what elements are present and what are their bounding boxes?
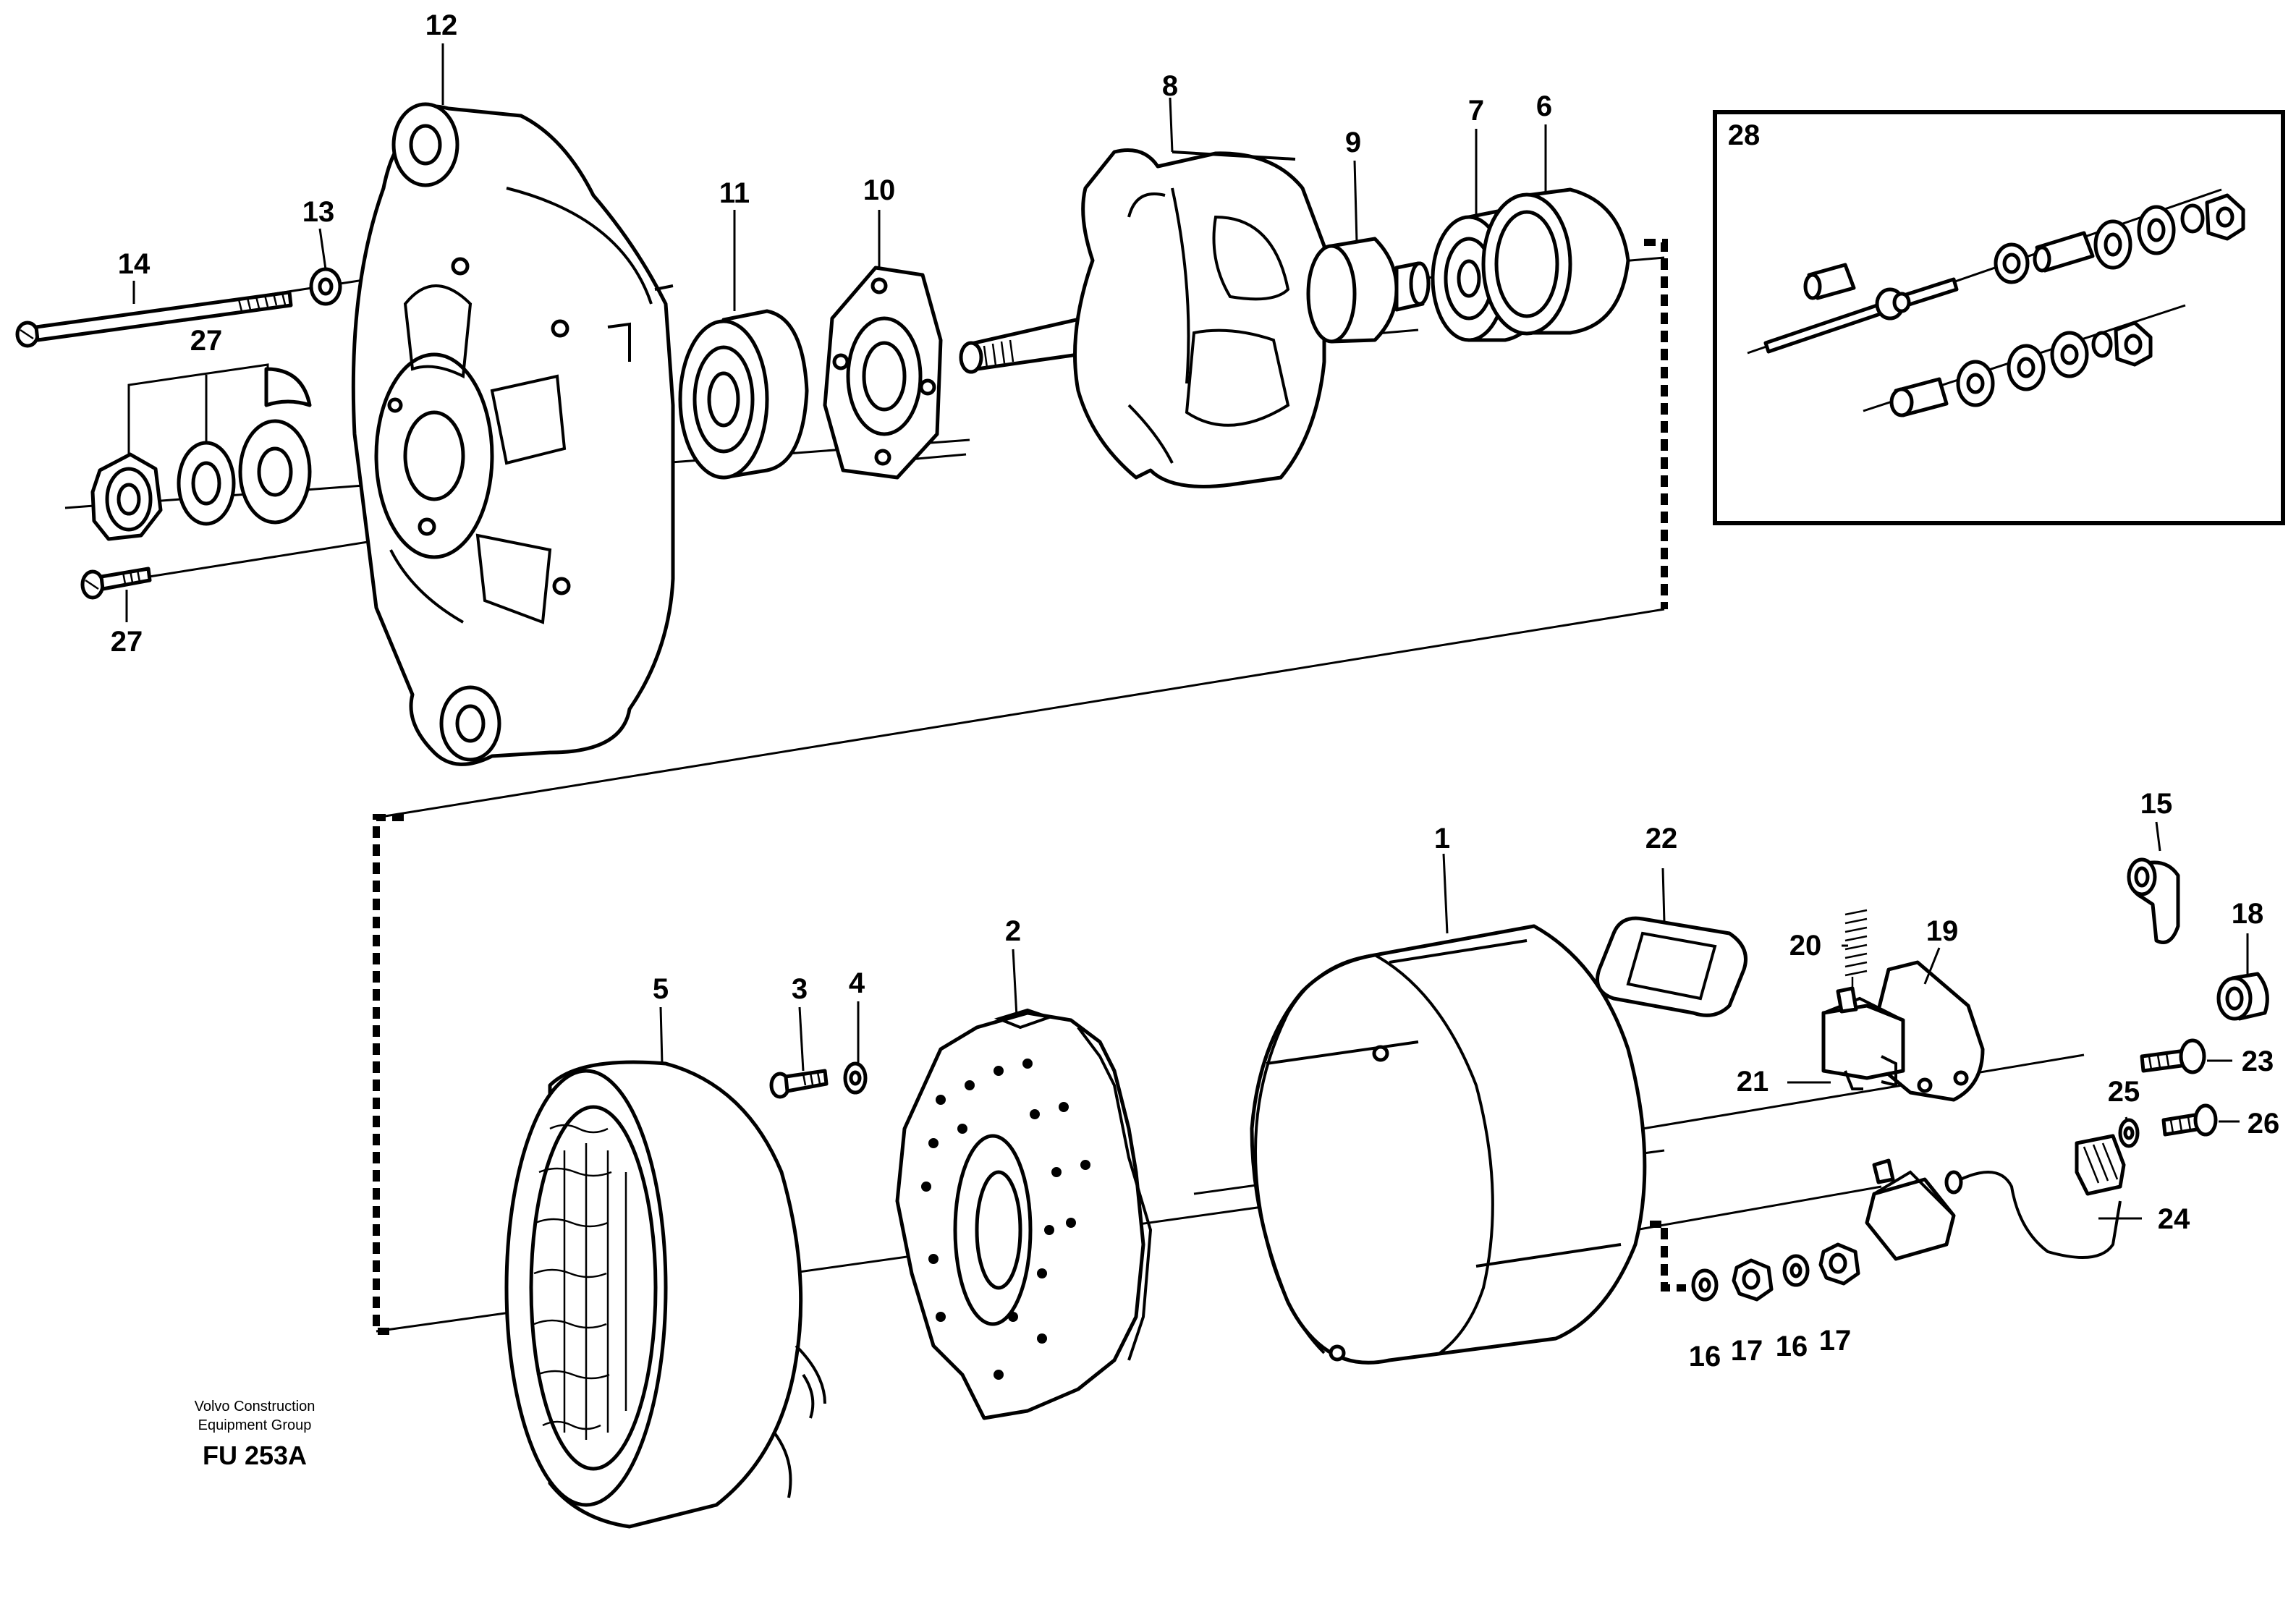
callout-3: 3 (792, 973, 808, 1005)
part-2-rectifier (895, 1008, 1153, 1420)
callout-13: 13 (302, 196, 335, 228)
callout-16-a: 16 (1689, 1341, 1721, 1373)
part-16-washer-b (1782, 1254, 1810, 1287)
part-22-gasket (1596, 916, 1748, 1017)
callout-19: 19 (1926, 915, 1959, 947)
part-24-suppressor-plug (1865, 1134, 2126, 1261)
part-12-drive-end-shield (351, 102, 675, 766)
callout-5: 5 (653, 973, 669, 1005)
nut-dashed-connector (1650, 1221, 1686, 1292)
part-6-ring (1481, 187, 1630, 336)
callout-25: 25 (2108, 1076, 2140, 1108)
callout-1: 1 (1434, 823, 1450, 854)
lower-dashed-connector (373, 814, 404, 1335)
part-17-nut-b (1818, 1242, 1860, 1286)
callout-16-b: 16 (1776, 1331, 1808, 1362)
callout-labels: 12 13 14 11 10 8 9 7 6 27 27 28 1 22 2 5… (111, 9, 2280, 1373)
callout-6: 6 (1536, 90, 1552, 122)
callout-14: 14 (118, 248, 151, 280)
callout-27-upper: 27 (190, 325, 223, 357)
part-3-screw (769, 1069, 829, 1099)
callout-17-a: 17 (1731, 1335, 1763, 1367)
part-11-bearing (678, 309, 809, 480)
callout-10: 10 (863, 174, 896, 206)
callout-15: 15 (2140, 788, 2173, 820)
part-28-inset-box (1713, 110, 2285, 525)
plug-axis-line (1635, 1185, 1882, 1231)
callout-4: 4 (849, 967, 865, 999)
callout-17-b: 17 (1819, 1325, 1852, 1357)
callout-11: 11 (719, 177, 750, 209)
part-10-bearing-plate (823, 266, 943, 480)
callout-20: 20 (1789, 930, 1822, 962)
callout-23: 23 (2242, 1046, 2274, 1077)
callout-21: 21 (1737, 1066, 1769, 1098)
part-21-brush-holder (1821, 986, 1905, 1090)
upper-dashed-connector (1644, 239, 1668, 609)
part-8-rotor (959, 148, 1326, 488)
callout-22: 22 (1645, 823, 1678, 854)
callout-24: 24 (2158, 1203, 2190, 1235)
regulator-axis-line (1642, 1053, 2085, 1130)
callout-8: 8 (1162, 70, 1178, 102)
part-17-nut-a (1732, 1258, 1774, 1302)
callout-9: 9 (1345, 127, 1361, 158)
leader-lines (125, 43, 2249, 1220)
part-16-washer-a (1691, 1268, 1719, 1302)
part-14-through-bolt (15, 290, 293, 348)
caption-company-line1: Volvo Construction (195, 1399, 315, 1414)
callout-27-lower: 27 (111, 626, 143, 658)
part-13-washer (309, 267, 342, 306)
part-23-screw (2140, 1038, 2206, 1074)
callout-28: 28 (1728, 119, 1761, 151)
caption-figure-code: FU 253A (203, 1441, 307, 1470)
part-4-washer (843, 1061, 868, 1095)
callout-26: 26 (2248, 1108, 2280, 1140)
callout-7: 7 (1468, 95, 1484, 127)
callout-18: 18 (2232, 898, 2264, 930)
caption-company-line2: Equipment Group (198, 1417, 312, 1433)
diagonal-connector-line (376, 608, 1665, 819)
part-5-stator (504, 1060, 826, 1529)
callout-2: 2 (1005, 915, 1021, 947)
figure-caption: Volvo Construction Equipment Group FU 25… (195, 1399, 315, 1470)
part-15-elbow-connector (2127, 857, 2180, 944)
woodruff-key (264, 367, 312, 407)
part-1-housing (1250, 924, 1647, 1365)
part-18-cap (2216, 972, 2269, 1021)
callout-12: 12 (425, 9, 458, 41)
part-9-slip-ring (1306, 237, 1431, 344)
part-27-small-screw (80, 567, 152, 600)
part-25-washer (2118, 1118, 2140, 1148)
part-27-nut-washer-set (90, 363, 312, 541)
part-26-screw (2161, 1103, 2218, 1137)
